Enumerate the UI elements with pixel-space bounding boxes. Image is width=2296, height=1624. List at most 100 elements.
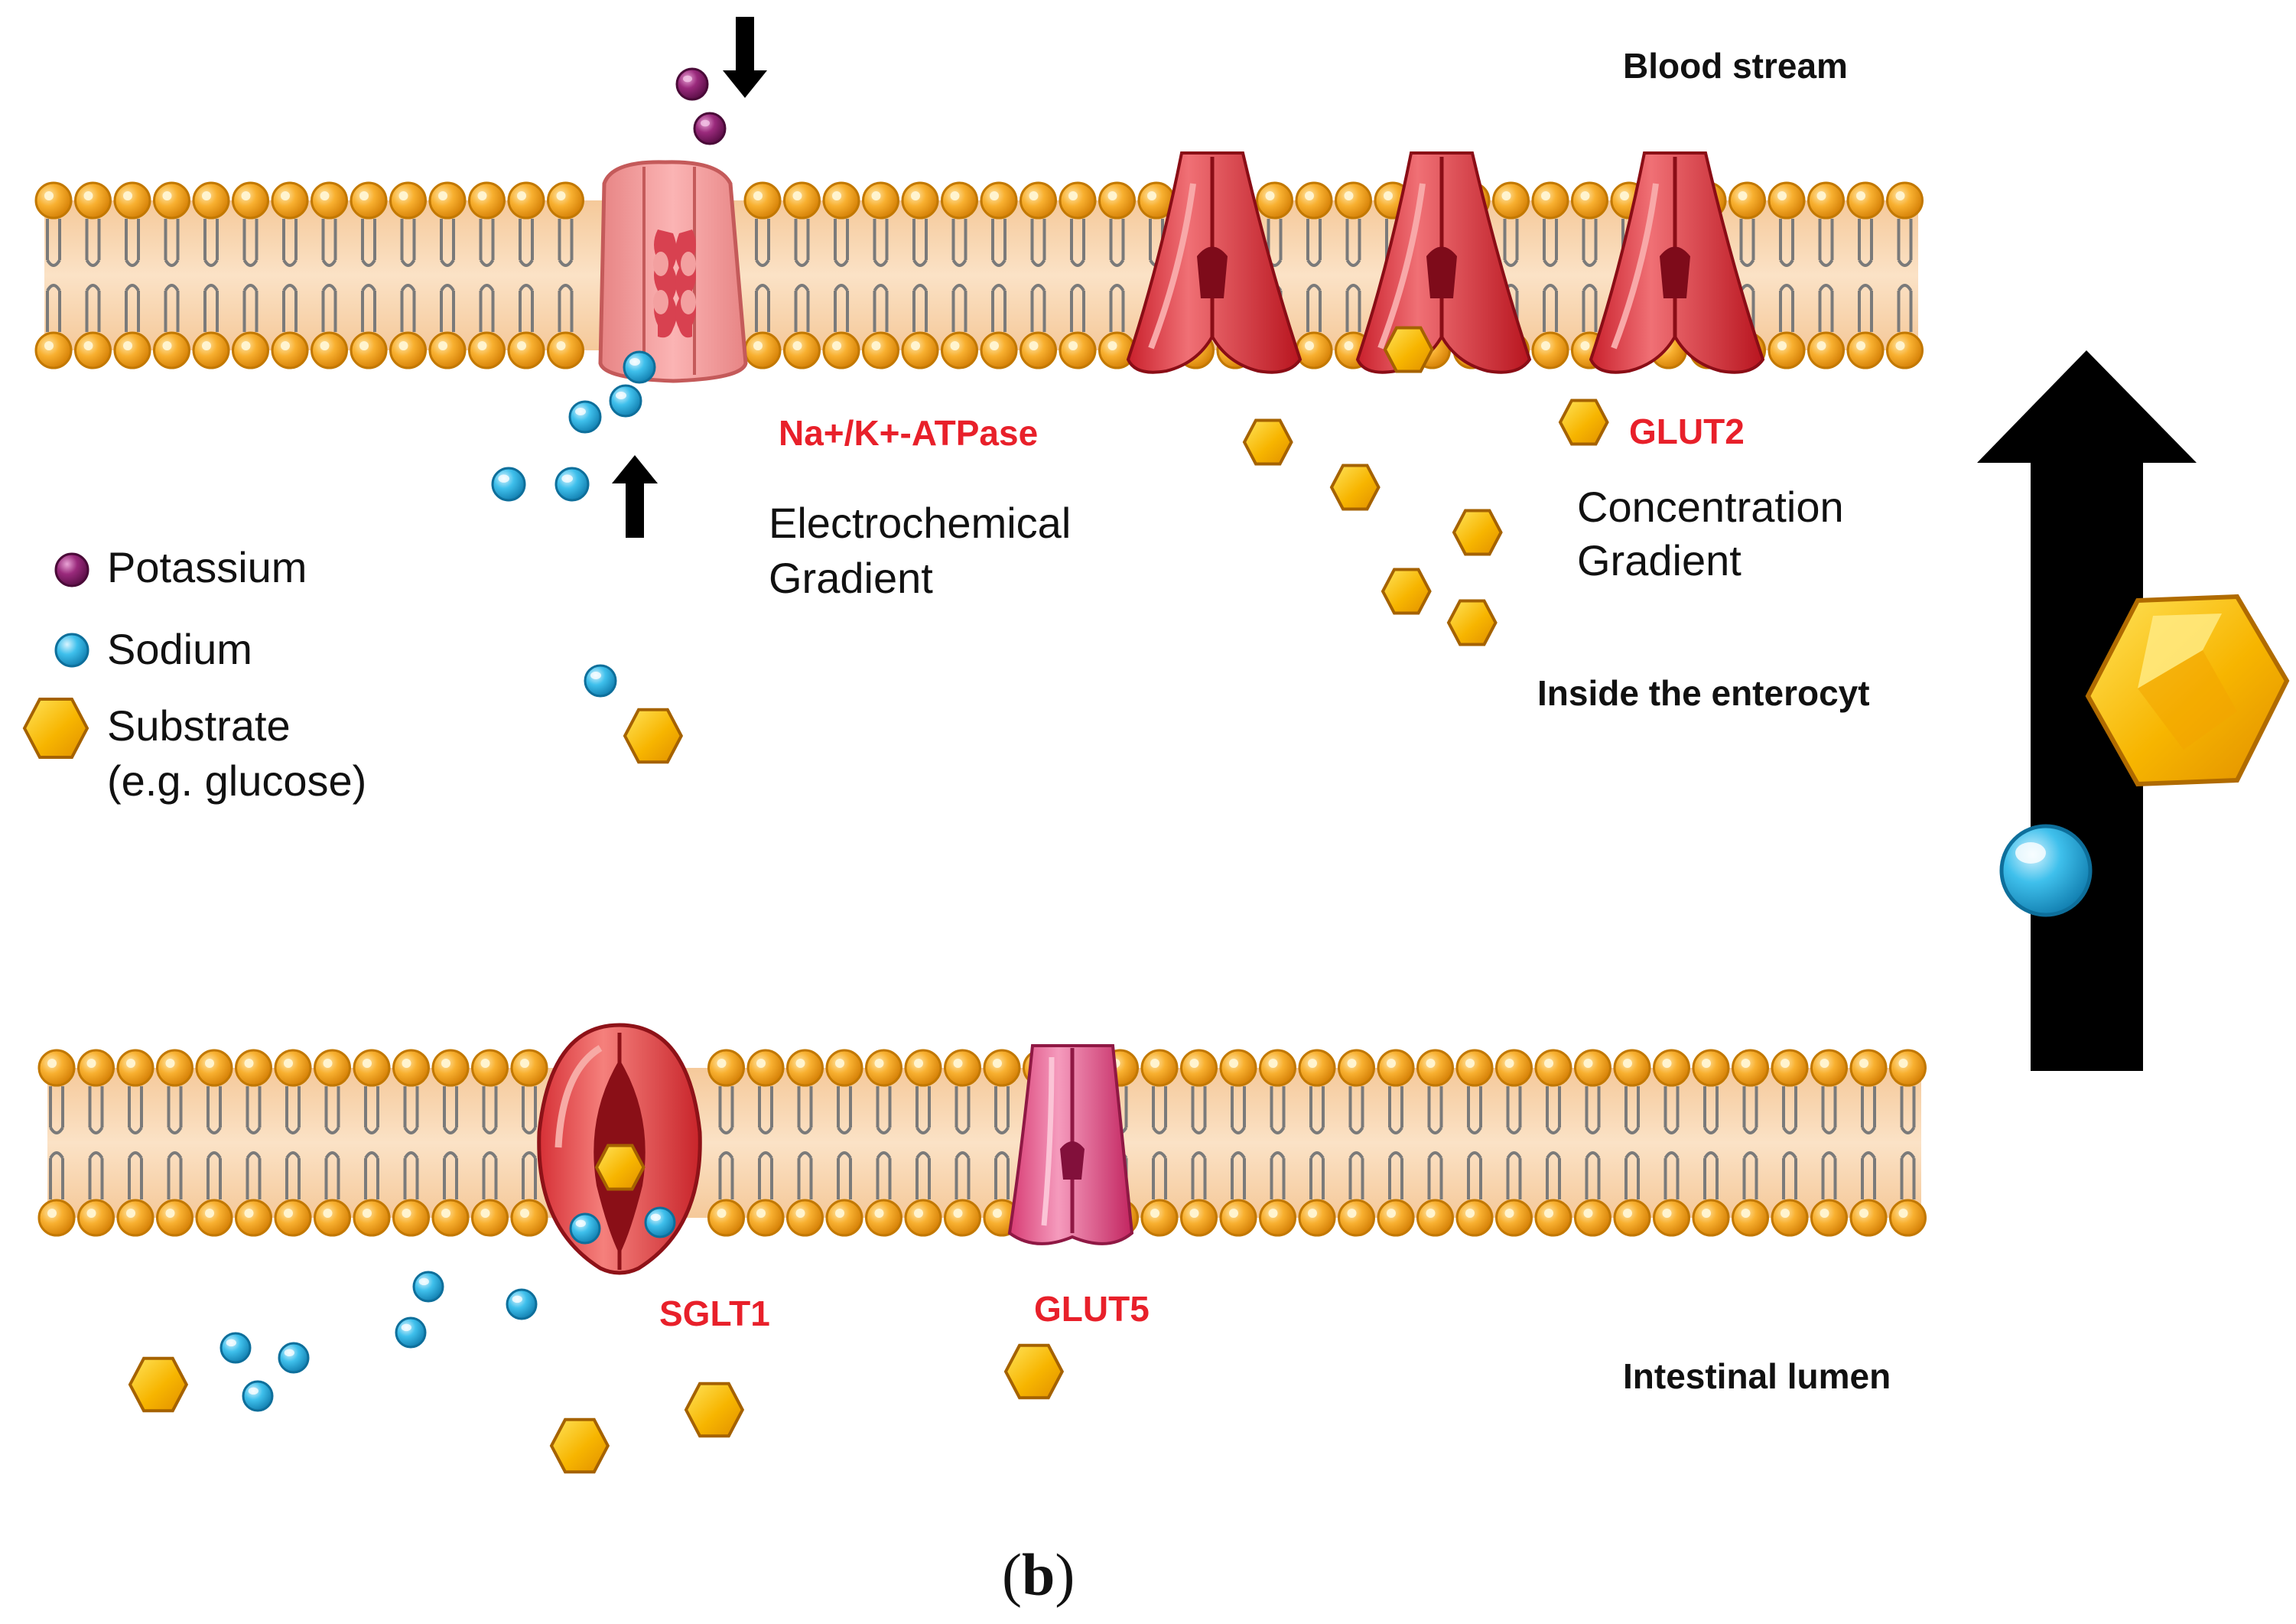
lipid-head-highlight xyxy=(1308,1059,1317,1068)
lipid-tail-end xyxy=(837,1126,852,1134)
lipid-tail xyxy=(558,219,574,260)
lipid-head-highlight xyxy=(1268,1209,1278,1218)
lipid-head xyxy=(1810,1199,1848,1237)
glucose-molecule-icon xyxy=(549,1417,610,1474)
lipid-tail xyxy=(1624,1086,1640,1128)
lipid-head-highlight xyxy=(1738,191,1748,200)
lipid-tail-end xyxy=(1345,284,1361,292)
lipid-tail xyxy=(1818,219,1834,260)
lipid-head xyxy=(428,181,467,220)
lipid-tail-end xyxy=(403,1126,419,1134)
lipid-head xyxy=(1180,1049,1218,1087)
lipid-head xyxy=(34,331,73,369)
lipid-tail-end xyxy=(1503,259,1519,267)
lipid-tail xyxy=(479,291,495,332)
lipid-tail-end xyxy=(758,1151,773,1160)
lipid-tail-end xyxy=(1582,284,1598,292)
lipid-tail-end xyxy=(1703,1151,1719,1160)
lipid-tail-end xyxy=(1070,284,1085,292)
lipid-head-highlight xyxy=(1781,1059,1790,1068)
lipid-tail xyxy=(1309,1086,1325,1128)
lipid-tail xyxy=(128,1086,143,1128)
lipid-tail-end xyxy=(1663,1126,1680,1134)
lipid-tail xyxy=(994,1086,1010,1128)
lipid-head-highlight xyxy=(1583,1209,1593,1218)
lipid-tail xyxy=(1821,1158,1837,1199)
lipid-head-highlight xyxy=(520,1059,529,1068)
lipid-tail xyxy=(1388,1086,1403,1128)
lipid-head-highlight xyxy=(1544,1059,1553,1068)
lipid-head xyxy=(983,1049,1021,1087)
lipid-head-highlight xyxy=(717,1059,727,1068)
lipid-head-highlight xyxy=(792,191,802,200)
lipid-tail-end xyxy=(321,284,337,292)
lipid-head-highlight xyxy=(756,1209,766,1218)
lipid-tail-end xyxy=(88,1126,104,1134)
lipid-head-highlight xyxy=(363,1209,372,1218)
lipid-head-highlight xyxy=(993,1209,1002,1218)
lipid-head xyxy=(1495,1049,1533,1087)
glucose-molecule-icon xyxy=(1383,326,1434,373)
lipid-tail-end xyxy=(246,1126,262,1134)
sodium-ion-icon xyxy=(491,467,526,502)
sodium-ion-icon xyxy=(644,1206,676,1238)
lipid-head xyxy=(1335,181,1372,220)
glucose-molecule-icon xyxy=(128,1356,189,1413)
lipid-tail xyxy=(324,1158,340,1199)
lipid-head xyxy=(1495,1199,1533,1237)
lipid-tail-end xyxy=(1900,1126,1916,1134)
lipid-head-highlight xyxy=(162,191,172,200)
lipid-head xyxy=(1886,331,1924,369)
lipid-head-highlight xyxy=(1305,191,1314,200)
lipid-tail xyxy=(1309,1158,1325,1199)
lipid-tail xyxy=(876,1086,892,1128)
lipid-tail xyxy=(49,1158,64,1199)
lipid-tail xyxy=(164,219,180,260)
lipid-tail-end xyxy=(361,284,376,292)
lipid-head xyxy=(941,181,978,220)
lipid-head-highlight xyxy=(1541,191,1550,200)
lipid-tail xyxy=(400,219,416,260)
lipid-head xyxy=(944,1199,981,1237)
lipid-tail xyxy=(834,291,849,332)
lipid-tail xyxy=(440,219,455,260)
lipid-tail xyxy=(1306,219,1322,260)
lipid-tail-end xyxy=(1779,284,1794,292)
lipid-head xyxy=(1574,1049,1611,1087)
lipid-tail-end xyxy=(400,259,416,267)
lipid-head-highlight xyxy=(914,1209,923,1218)
lipid-head-highlight xyxy=(1580,341,1590,350)
lipid-head-highlight xyxy=(477,191,487,200)
lipid-head-highlight xyxy=(517,341,526,350)
lipid-tail xyxy=(718,1158,734,1199)
lipid-tail-end xyxy=(1585,1126,1601,1134)
lipid-head xyxy=(825,1199,863,1237)
lipid-head xyxy=(350,331,388,369)
lipid-tail xyxy=(1345,291,1361,332)
lipid-tail xyxy=(1070,219,1085,260)
lipid-tail xyxy=(1070,291,1085,332)
lipid-tail-end xyxy=(1624,1151,1640,1160)
lipid-head xyxy=(1338,1199,1375,1237)
lipid-tail-end xyxy=(482,1151,498,1160)
lipid-tail-end xyxy=(479,284,495,292)
lipid-tail xyxy=(1703,1158,1719,1199)
glut5-transporter xyxy=(1007,1044,1134,1245)
lipid-tail xyxy=(1818,291,1834,332)
lipid-head-highlight xyxy=(1347,1059,1357,1068)
sodium-ion-icon xyxy=(623,350,656,384)
lipid-tail-end xyxy=(519,284,534,292)
lipid-head-highlight xyxy=(323,1059,333,1068)
lipid-head xyxy=(1771,1049,1809,1087)
lipid-head xyxy=(510,1049,548,1087)
lipid-head-highlight xyxy=(284,1059,293,1068)
lipid-tail xyxy=(1427,1158,1443,1199)
lipid-head-highlight xyxy=(83,191,93,200)
lipid-head-highlight xyxy=(1308,1209,1317,1218)
lipid-tail-end xyxy=(915,1126,931,1134)
lipid-head-highlight xyxy=(402,1059,411,1068)
lipid-tail xyxy=(1348,1158,1364,1199)
lipid-head xyxy=(1653,1049,1690,1087)
electrochemical-gradient-line1: Electrochemical xyxy=(769,499,1071,547)
lipid-head xyxy=(1377,1199,1415,1237)
